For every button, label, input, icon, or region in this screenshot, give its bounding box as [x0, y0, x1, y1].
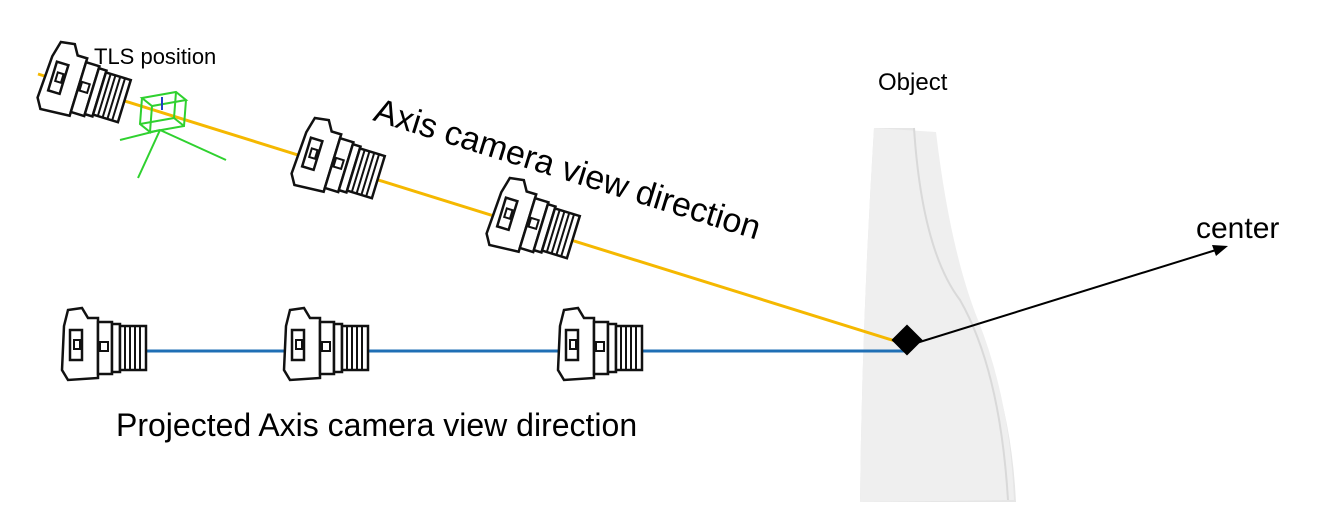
camera-icon [282, 306, 370, 382]
projected-view-direction-label: Projected Axis camera view direction [116, 407, 637, 443]
center-arrow [909, 245, 1228, 346]
tls-scanner-icon [119, 90, 227, 179]
camera-icon [60, 306, 148, 382]
object-label: Object [878, 69, 948, 96]
object-shape [860, 127, 1016, 502]
center-label: center [1196, 212, 1279, 245]
target-marker-icon [891, 324, 923, 356]
axis-view-direction-line [37, 72, 909, 347]
camera-icon [556, 306, 644, 382]
tls-position-label: TLS position [94, 44, 216, 69]
